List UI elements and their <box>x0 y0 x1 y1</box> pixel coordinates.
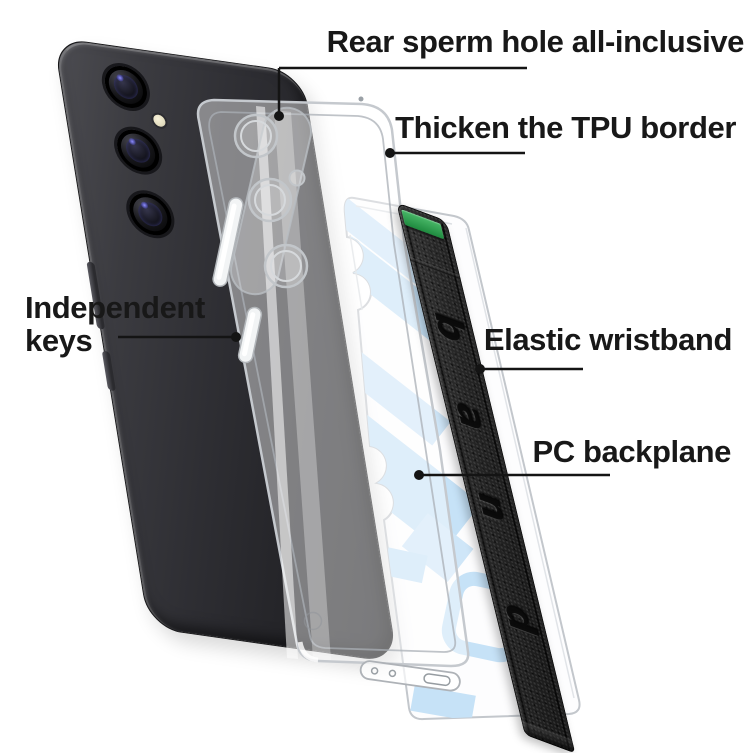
callout-label-independent-keys: Independent keys <box>25 290 205 359</box>
callout-line-rear-hole <box>277 66 527 112</box>
case-logo-mark <box>303 611 323 631</box>
callout-dot-rear-hole <box>274 111 284 121</box>
callout-label-tpu-border: Thicken the TPU border <box>395 110 736 145</box>
callout-label-pc-backplane: PC backplane <box>532 434 731 469</box>
callout-dot-tpu-border <box>385 148 395 158</box>
case-corner-highlight <box>297 641 319 663</box>
callout-label-elastic-wristband: Elastic wristband <box>483 322 733 357</box>
camera-island-outline <box>230 106 312 296</box>
camera-cutout-rings <box>233 113 309 289</box>
callout-dot-backplane <box>414 470 424 480</box>
power-key-cover <box>237 306 263 364</box>
volume-key-cover <box>212 197 244 287</box>
callout-label-rear-hole: Rear sperm hole all-inclusive <box>326 24 745 59</box>
charging-port-cutout <box>359 660 461 692</box>
flash-cutout <box>288 169 306 187</box>
mic-hole <box>358 96 364 102</box>
callout-dot-wristband <box>475 364 485 374</box>
case-reflection-streak <box>256 106 298 659</box>
case-reflection-streak <box>274 110 331 660</box>
callout-dot-keys <box>231 332 241 342</box>
case-inner-wall <box>208 111 457 653</box>
